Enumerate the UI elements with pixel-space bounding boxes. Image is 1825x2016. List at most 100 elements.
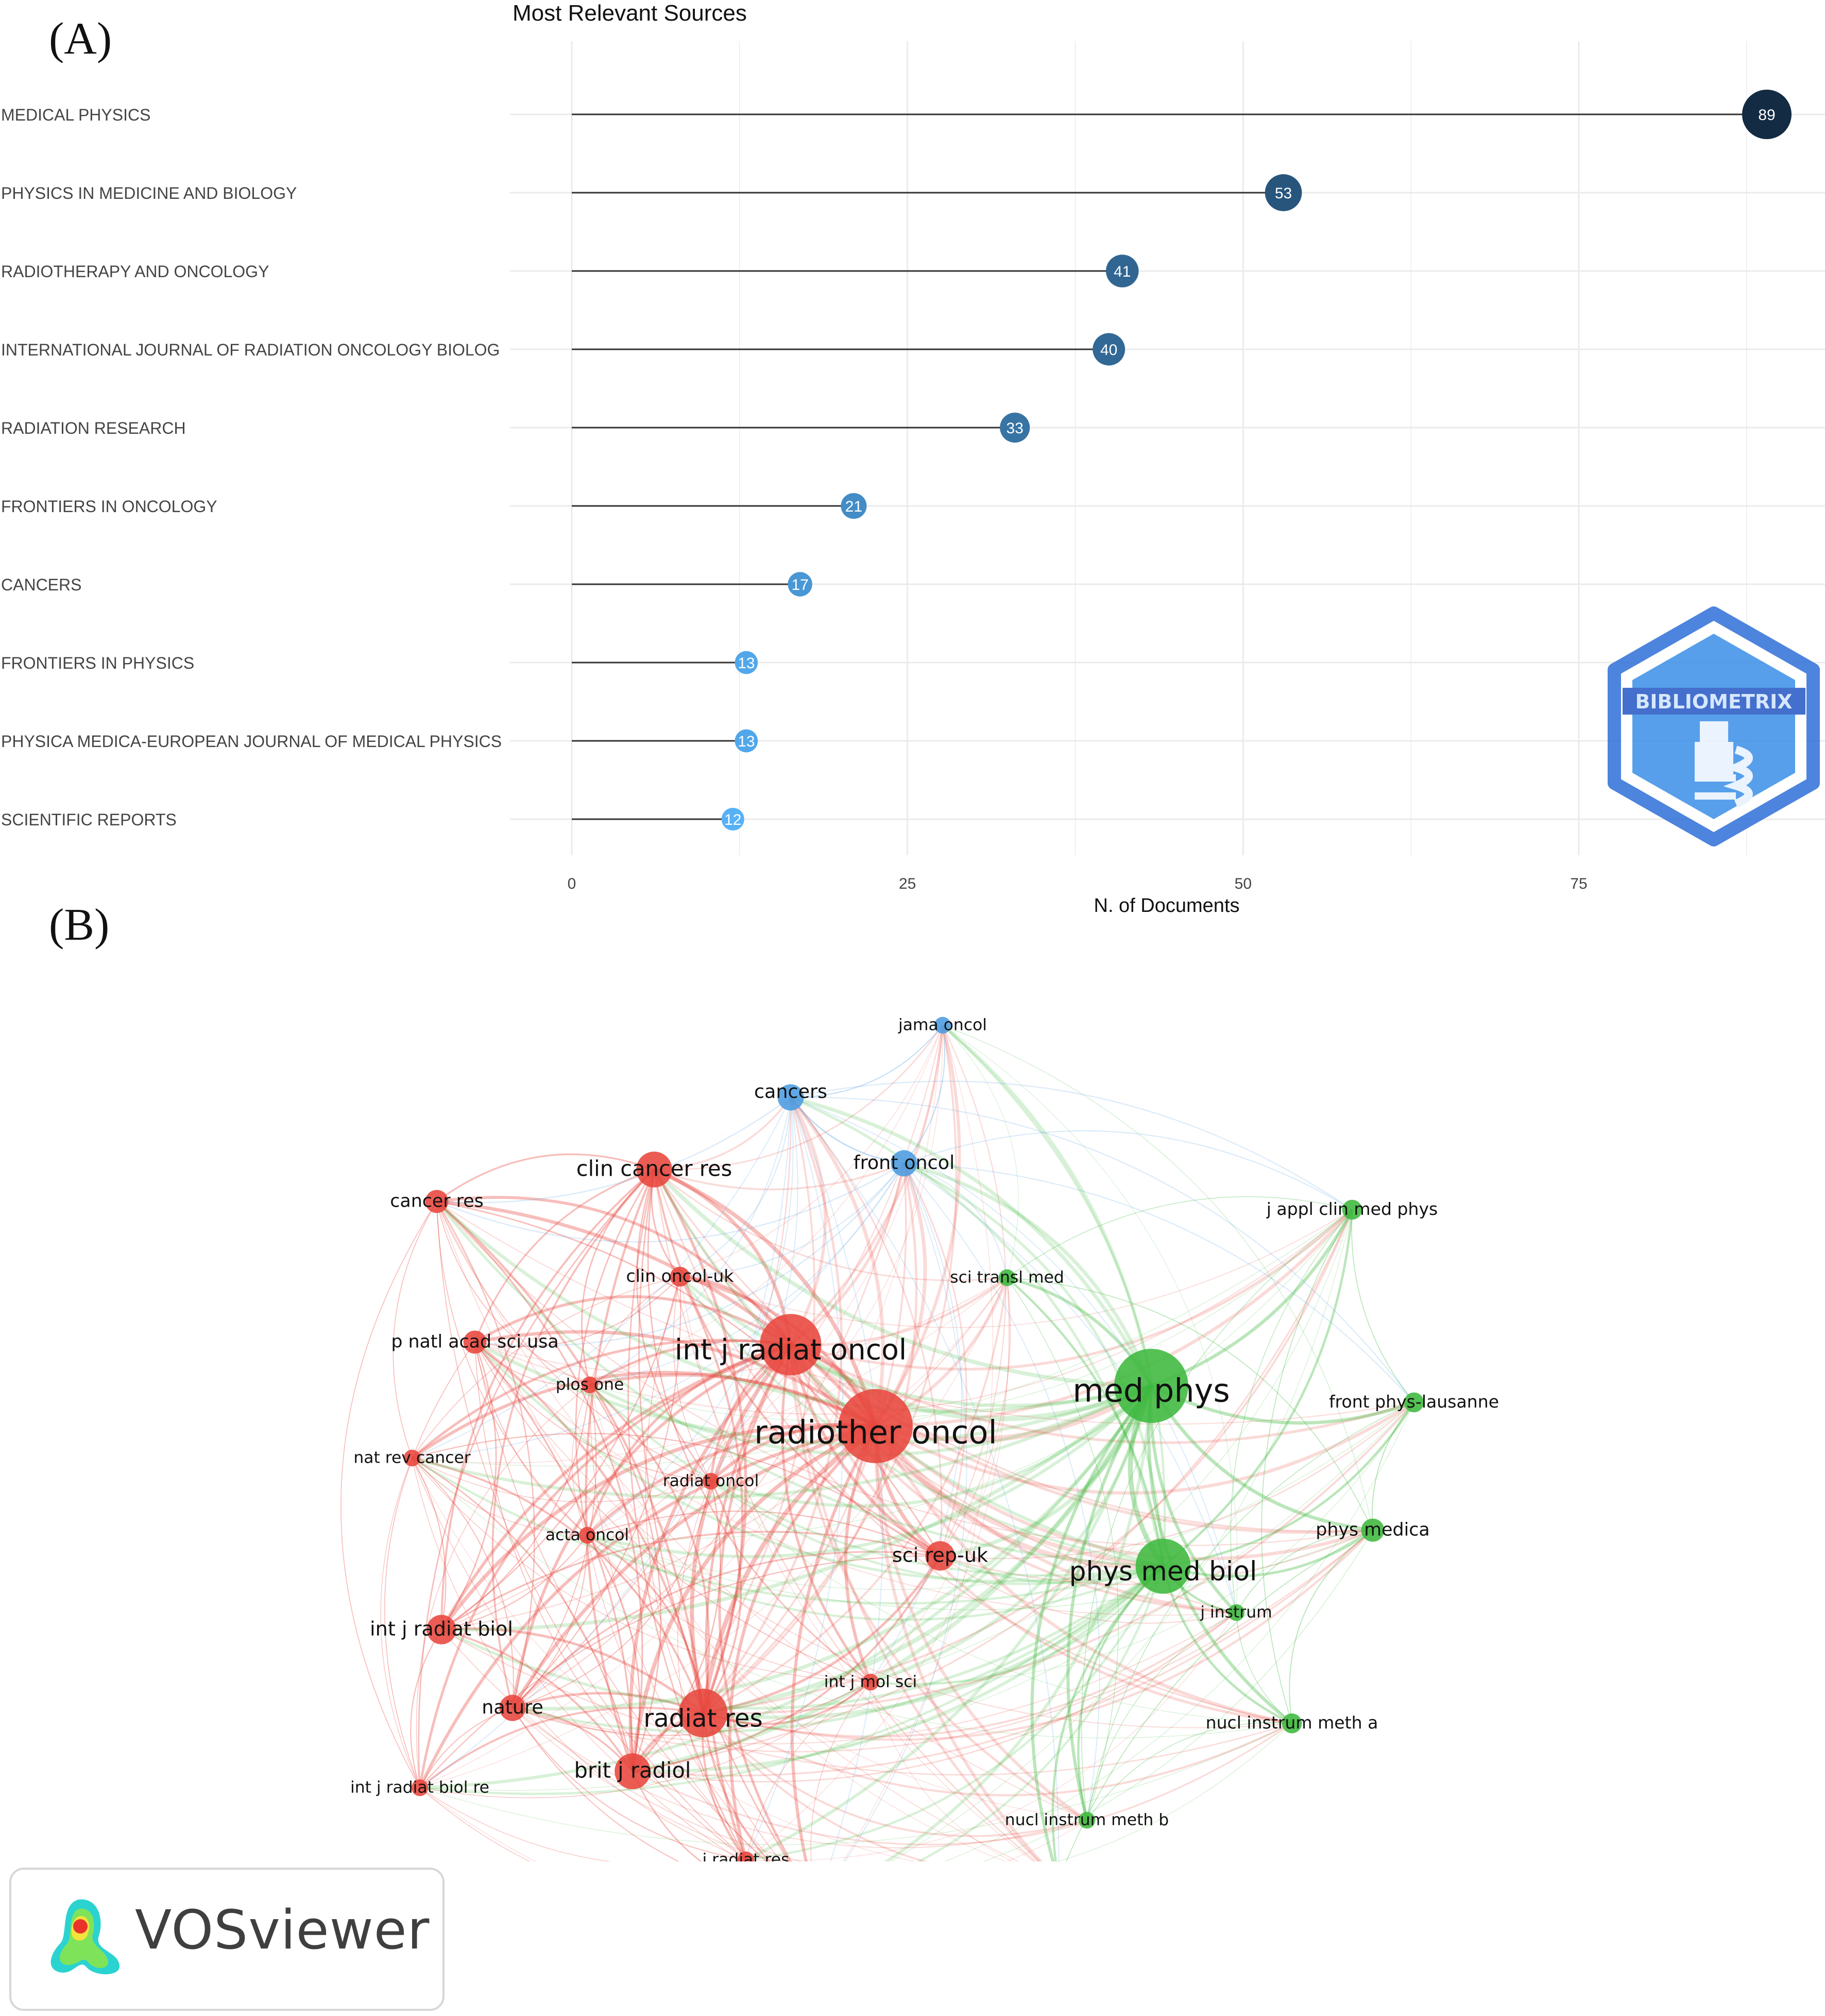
network-edge [632, 1481, 721, 1772]
node-label: radiat oncol [663, 1471, 759, 1490]
network-edge [703, 1681, 872, 1725]
network-edge [844, 1163, 967, 1861]
network-edge [441, 1629, 804, 1861]
network-edge [745, 1277, 1010, 1860]
network-edge [411, 1370, 877, 1460]
network-edge [789, 1096, 827, 1346]
network-node [581, 1376, 599, 1394]
network-edge [512, 1707, 634, 1772]
network-edge [511, 1551, 941, 1709]
network-edge [630, 1424, 877, 1772]
node-label: brit j radiol [574, 1757, 691, 1783]
network-edge [903, 1163, 967, 1556]
network-edge [589, 1163, 905, 1385]
network-node [1282, 1713, 1302, 1734]
network-edge [679, 1163, 905, 1278]
network-edge [436, 1200, 705, 1714]
network-edge [982, 1530, 1373, 1861]
network-node [670, 1266, 690, 1287]
network-edge [412, 1458, 711, 1502]
node-label: int j mol sci [824, 1672, 917, 1691]
lollipop-dot [735, 651, 758, 674]
network-edge [903, 1163, 1100, 1821]
network-edge [511, 1343, 792, 1708]
node-label: front phys-lausanne [1329, 1392, 1499, 1412]
network-edge [412, 1163, 905, 1459]
network-edge [1077, 1565, 1164, 1821]
network-edge [678, 1275, 1152, 1408]
network-edge [589, 1384, 710, 1714]
network-edge [436, 1201, 590, 1385]
network-edge [632, 1722, 1292, 1845]
network-edge [710, 1480, 1164, 1585]
network-edge [884, 1385, 1153, 1861]
lollipop-dot [1000, 412, 1030, 443]
network-nodes [403, 1017, 1424, 1861]
node-label: nucl instrum meth a [1206, 1713, 1378, 1733]
node-label: j appl clin med phys [1266, 1199, 1438, 1219]
network-edge [874, 1426, 1088, 1822]
lollipop-dot [1105, 255, 1139, 287]
network-edge [436, 1201, 1019, 1861]
network-edge [419, 1555, 941, 1788]
network-edge [1163, 1529, 1374, 1578]
network-edge [745, 1097, 844, 1860]
network-edge [790, 1097, 943, 1556]
x-tick-label: 75 [1570, 875, 1587, 892]
network-node [615, 1753, 651, 1789]
network-edge [940, 1385, 1153, 1558]
network-edge [474, 1342, 746, 1860]
network-edge [419, 1565, 1164, 1795]
network-edge [745, 1612, 1237, 1861]
network-edge [474, 1342, 590, 1386]
network-edge [942, 1025, 1238, 1613]
network-edge [589, 1276, 680, 1385]
network-node [1227, 1604, 1245, 1621]
network-edge [940, 1277, 1011, 1556]
network-edge [436, 1200, 1164, 1568]
network-edge [645, 1276, 781, 1861]
network-edge [436, 1200, 941, 1556]
network-edge [587, 1535, 766, 1861]
network-edge [589, 1384, 774, 1861]
node-label: int j radiat oncol [675, 1334, 907, 1367]
lollipop-dot [1093, 333, 1125, 366]
network-edge [710, 1025, 943, 1482]
network-edge [474, 1342, 711, 1482]
network-edge [944, 1402, 1414, 1861]
network-edge [903, 1162, 1414, 1403]
network-edge [587, 1530, 1373, 1611]
network-edge [474, 1209, 1353, 1415]
network-edge [436, 1196, 792, 1346]
network-edge [1150, 1385, 1373, 1532]
network-edge [789, 1344, 1237, 1614]
network-edge [416, 1384, 590, 1788]
category-label: PHYSICA MEDICA-EUROPEAN JOURNAL OF MEDIC… [1, 732, 502, 751]
network-edge [790, 1095, 1153, 1387]
network-node [1361, 1518, 1385, 1542]
network-edge [419, 1277, 1008, 1788]
lollipop-dot [1742, 90, 1792, 139]
network-edge [705, 1344, 792, 1860]
node-label: int j radiat biol [370, 1618, 513, 1640]
x-tick-label: 25 [899, 875, 916, 892]
node-label: cancer res [390, 1191, 484, 1211]
node-label: sci transl med [950, 1268, 1064, 1286]
network-edge [435, 1200, 1152, 1413]
data-label: 13 [738, 655, 755, 672]
network-edge [441, 1535, 588, 1631]
network-edge [710, 1097, 798, 1482]
network-edge [745, 1820, 1087, 1861]
x-tick-label: 50 [1235, 875, 1252, 892]
network-edge [419, 1706, 704, 1789]
network-node [839, 1389, 913, 1463]
data-label: 17 [791, 577, 808, 594]
network-edge [702, 1163, 918, 1714]
network-edge [436, 1201, 1087, 1821]
network-edge [419, 1787, 537, 1861]
network-edge [781, 1344, 872, 1683]
network-edge [410, 1629, 442, 1788]
network-edge [718, 1344, 792, 1861]
